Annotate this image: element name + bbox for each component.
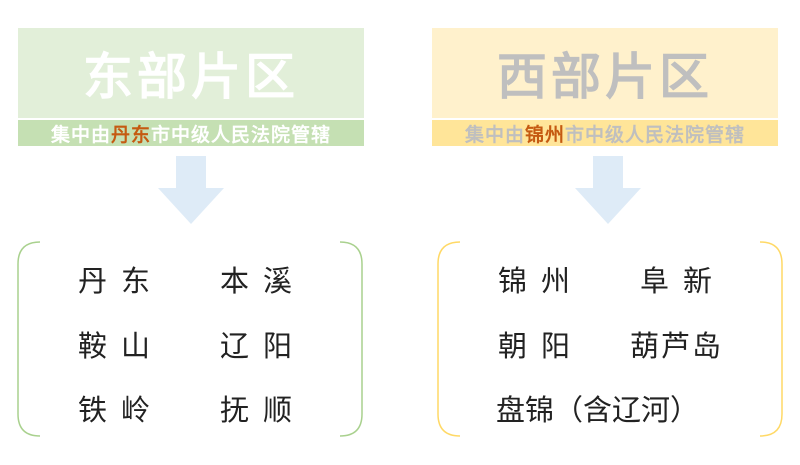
west-city-item: 盘锦（含辽河） [496,393,700,427]
east-down-arrow-icon [156,156,226,224]
east-bracket-frame [17,241,363,437]
west-bracket-frame [437,241,783,437]
east-city-item: 鞍山 [78,329,165,363]
east-subtitle-court-city: 丹东 [110,123,151,146]
west-city-list: 锦州 阜新 朝阳 葫芦岛 盘锦（含辽河） [436,240,784,438]
west-subtitle-court-city: 锦州 [524,123,565,146]
west-city-item: 朝阳 [498,329,585,363]
east-region-title: 东部片区 [18,28,364,118]
west-subtitle-before: 集中由 [464,123,525,146]
east-city-item: 抚顺 [220,393,307,427]
east-city-item: 辽阳 [220,329,307,363]
west-city-item: 葫芦岛 [630,329,724,363]
west-city-item: 阜新 [640,264,727,298]
east-region-header: 东部片区 集中由丹东市中级人民法院管辖 [18,28,364,146]
east-city-item: 铁岭 [78,393,165,427]
east-city-item: 丹东 [78,264,165,298]
west-region-header: 西部片区 集中由锦州市中级人民法院管辖 [432,28,778,146]
east-region-subtitle: 集中由丹东市中级人民法院管辖 [18,118,364,146]
east-subtitle-before: 集中由 [50,123,111,146]
west-region-subtitle: 集中由锦州市中级人民法院管辖 [432,118,778,146]
east-city-list: 丹东 本溪 鞍山 辽阳 铁岭 抚顺 [16,240,364,438]
east-subtitle-after: 市中级人民法院管辖 [151,123,332,146]
west-down-arrow-icon [573,156,643,224]
west-subtitle-after: 市中级人民法院管辖 [565,123,746,146]
west-city-item: 锦州 [498,264,585,298]
east-city-item: 本溪 [220,264,307,298]
west-region-title: 西部片区 [432,28,778,118]
